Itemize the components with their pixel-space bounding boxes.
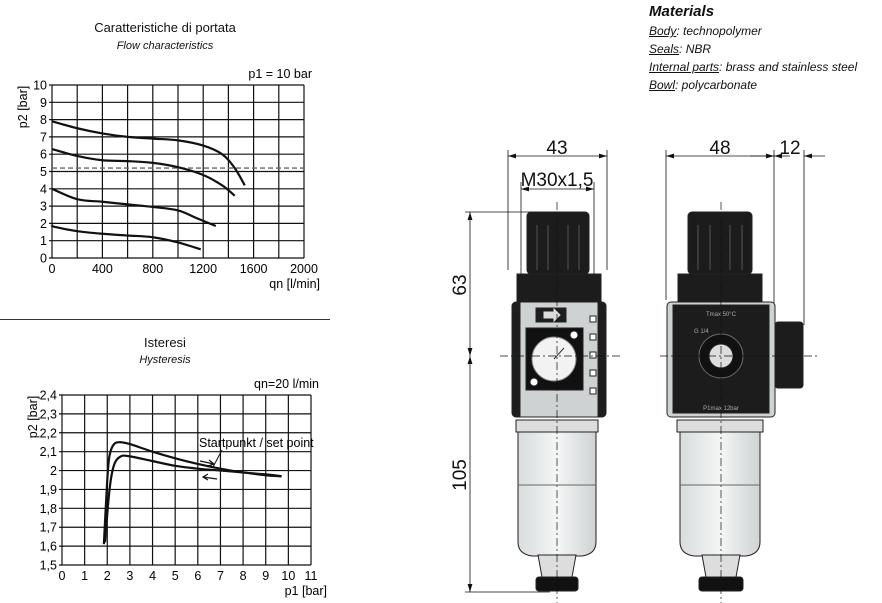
port-label: G 1/4 [694,329,709,335]
material-label: Internal parts [649,60,720,74]
dim-thread: M30x1,5 [521,170,594,191]
y-tick-label: 2,2 [40,426,57,440]
x-tick-label: 10 [281,569,295,583]
y-tick-label: 2 [50,464,57,478]
hysteresis-chart-title: Isteresi [144,335,186,350]
x-tick-label: 11 [305,569,318,583]
y-tick-label: 1,9 [40,483,57,497]
x-tick-label: 1600 [240,262,268,276]
side-view: Tmax 50°C G 1/4 P1max 12bar [666,211,804,592]
y-tick-label: 6 [40,148,47,162]
x-tick-label: 2 [104,569,111,583]
material-label: Bowl [649,78,676,92]
arrow-right-icon [199,459,216,467]
y-tick-label: 1,7 [40,521,57,535]
material-item: Seals: NBR [649,40,857,58]
material-value: : brass and stainless steel [719,60,858,74]
y-tick-label: 1,8 [40,502,57,516]
series-line-1 [51,120,246,186]
material-item: Bowl: polycarbonate [649,76,857,94]
y-tick-label: 8 [40,113,47,127]
series-line-2 [103,454,282,543]
material-label: Body [649,24,677,38]
y-tick-label: 7 [40,130,47,144]
set-point-label: Startpunkt / set point [199,436,314,450]
x-tick-label: 1 [81,569,88,583]
y-tick-label: 9 [40,96,47,110]
y-tick-label: 5 [40,165,47,179]
y-tick-label: 4 [40,182,47,196]
x-tick-label: 6 [194,569,201,583]
chart-annotation: qn=20 l/min [254,377,319,391]
series-line-2 [51,147,236,197]
x-axis-label: qn [l/min] [269,277,320,291]
y-tick-label: 2,3 [40,407,57,421]
flow-chart-subtitle: Flow characteristics [116,40,214,52]
material-label: Seals [649,42,680,56]
dim-48: 48 [709,140,730,159]
x-tick-label: 5 [172,569,179,583]
y-tick-label: 2,1 [40,445,57,459]
y-tick-label: 2,4 [40,389,57,403]
hysteresis-chart-subtitle: Hysteresis [139,354,191,366]
x-tick-label: 8 [240,569,247,583]
material-value: : technopolymer [676,24,762,38]
dim-12: 12 [779,140,800,159]
flow-chart-title: Caratteristiche di portata [94,20,236,35]
x-axis-label: p1 [bar] [285,584,327,598]
x-tick-label: 0 [49,262,56,276]
x-tick-label: 2000 [290,262,318,276]
technical-drawing: 43 M30x1,5 48 12 63 105 Tmax 50°C G 1/4 [450,140,825,603]
y-axis-label: p2 [bar] [26,396,40,438]
dim-105: 105 [450,459,471,491]
pressure-label: P1max 12bar [703,406,739,412]
x-tick-label: 800 [142,262,163,276]
x-tick-label: 0 [59,569,66,583]
x-tick-label: 9 [262,569,269,583]
y-axis-label: p2 [bar] [16,86,30,128]
y-tick-label: 10 [33,79,47,93]
y-tick-label: 2 [40,217,47,231]
y-tick-label: 1 [40,234,47,248]
x-tick-label: 3 [126,569,133,583]
chart-annotation: p1 = 10 bar [248,67,312,81]
dim-63: 63 [450,274,471,295]
x-tick-label: 400 [92,262,113,276]
adjustment-knob [526,211,590,275]
y-tick-label: 1,5 [40,559,57,573]
material-value: : NBR [679,42,712,56]
y-tick-label: 1,6 [40,540,57,554]
arrow-left-icon [201,473,218,481]
y-tick-label: 3 [40,200,47,214]
series-line-3 [51,187,217,228]
x-tick-label: 4 [149,569,156,583]
material-item: Body: technopolymer [649,22,857,40]
divider [0,319,330,320]
material-value: : polycarbonate [675,78,758,92]
x-tick-label: 1200 [189,262,217,276]
x-tick-label: 7 [217,569,224,583]
front-view [511,211,607,592]
dim-43: 43 [546,140,567,159]
side-port [774,321,804,389]
y-tick-label: 0 [40,252,47,266]
series-line-4 [50,224,202,251]
materials-heading: Materials [649,3,715,20]
material-item: Internal parts: brass and stainless stee… [649,58,857,76]
